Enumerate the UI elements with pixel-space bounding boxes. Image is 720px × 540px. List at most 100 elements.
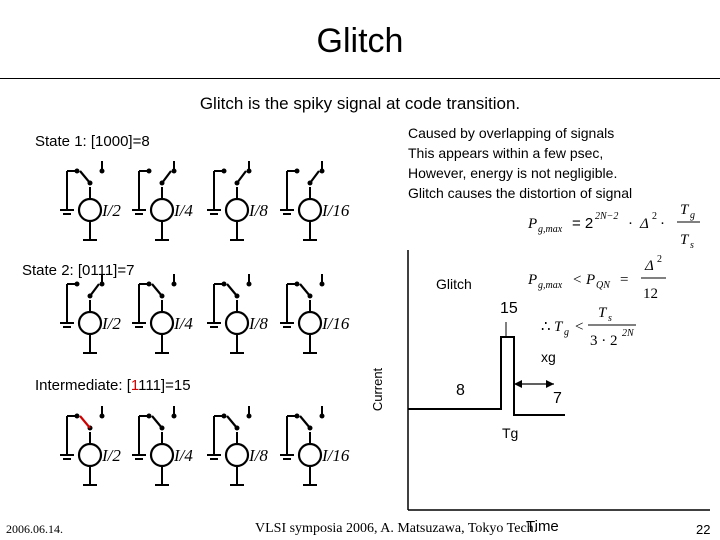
xg-arrow-left-icon xyxy=(514,380,522,388)
before-value-label: 8 xyxy=(456,382,465,399)
current-source-cell: I/4 xyxy=(132,274,193,354)
current-source-cell: I/2 xyxy=(60,274,121,354)
y-axis-label: Current xyxy=(370,367,386,412)
current-source-icon xyxy=(149,310,175,336)
svg-text:2N: 2N xyxy=(622,328,635,339)
title-divider xyxy=(0,78,720,79)
current-source-label: I/16 xyxy=(321,314,350,333)
current-source-label: I/2 xyxy=(101,201,121,220)
svg-text:Δ: Δ xyxy=(644,258,654,274)
svg-text:T: T xyxy=(680,232,690,248)
current-source-icon xyxy=(297,442,323,468)
current-source-icon xyxy=(149,197,175,223)
svg-text:QN: QN xyxy=(596,280,611,291)
current-source-cell: I/8 xyxy=(207,161,268,241)
current-source-label: I/8 xyxy=(248,446,268,465)
current-source-bank-intermediate: I/2 I/4 I/8 I/16 xyxy=(60,406,350,486)
svg-text:∴: ∴ xyxy=(541,319,551,335)
svg-text:<: < xyxy=(573,272,581,288)
current-source-cell: I/16 xyxy=(280,161,350,241)
current-source-label: I/2 xyxy=(101,314,121,333)
footer-credit: VLSI symposia 2006, A. Matsuzawa, Tokyo … xyxy=(255,521,538,536)
state2-label: State 2: [0111]=7 xyxy=(22,262,135,279)
current-source-icon xyxy=(224,442,250,468)
switch-icon xyxy=(309,170,320,184)
current-source-icon xyxy=(224,310,250,336)
current-waveform xyxy=(408,336,565,416)
switch-icon xyxy=(236,170,247,184)
svg-text:·: · xyxy=(660,216,665,232)
switch-icon xyxy=(79,415,91,429)
svg-text:2: 2 xyxy=(652,211,657,222)
after-value-label: 7 xyxy=(553,390,562,407)
current-source-icon xyxy=(297,197,323,223)
page-title: Glitch xyxy=(316,22,404,60)
svg-text:=: = xyxy=(620,272,628,288)
tg-label: Tg xyxy=(502,425,519,441)
current-source-icon xyxy=(224,197,250,223)
x-axis-label: Time xyxy=(526,518,559,535)
switch-icon xyxy=(299,415,311,429)
svg-text:<: < xyxy=(575,319,583,335)
switch-icon xyxy=(151,283,163,297)
current-source-icon xyxy=(297,310,323,336)
current-source-cell: I/4 xyxy=(132,406,193,486)
svg-text:Δ: Δ xyxy=(639,216,649,232)
current-source-cell: I/2 xyxy=(60,406,121,486)
svg-text:T: T xyxy=(598,305,608,321)
svg-text:P: P xyxy=(527,272,537,288)
switch-icon xyxy=(161,170,172,184)
note-line: Glitch causes the distortion of signal xyxy=(408,185,633,201)
svg-text:= 2: = 2 xyxy=(572,215,593,232)
note-line: However, energy is not negligible. xyxy=(408,165,618,181)
intermediate-suffix: 111]=15 xyxy=(138,377,191,394)
svg-text:12: 12 xyxy=(643,286,658,302)
slide-subtitle: Glitch is the spiky signal at code trans… xyxy=(199,94,521,113)
current-source-label: I/8 xyxy=(248,314,268,333)
current-source-icon xyxy=(77,442,103,468)
current-source-cell: I/4 xyxy=(132,161,193,241)
current-source-label: I/4 xyxy=(173,446,193,465)
page-number: 22 xyxy=(696,522,711,537)
current-source-cell: I/8 xyxy=(207,274,268,354)
glitch-label: Glitch xyxy=(436,276,472,292)
footer-date: 2006.06.14. xyxy=(6,522,63,536)
svg-text:g: g xyxy=(564,327,569,338)
intermediate-label: Intermediate: [1111]=15 xyxy=(35,377,191,394)
current-source-cell: I/8 xyxy=(207,406,268,486)
svg-text:g,max: g,max xyxy=(538,280,563,291)
svg-text:·: · xyxy=(628,216,633,232)
note-line: Caused by overlapping of signals xyxy=(408,125,615,141)
current-source-label: I/4 xyxy=(173,201,193,220)
current-source-label: I/16 xyxy=(321,201,350,220)
current-source-cell: I/2 xyxy=(60,161,121,241)
current-source-icon xyxy=(149,442,175,468)
switch-icon xyxy=(151,415,163,429)
svg-text:g,max: g,max xyxy=(538,224,563,235)
svg-text:2: 2 xyxy=(657,254,662,265)
note-line: This appears within a few psec, xyxy=(408,145,604,161)
current-source-icon xyxy=(77,197,103,223)
current-source-icon xyxy=(77,310,103,336)
glitch-current-graph xyxy=(407,250,710,511)
current-source-bank-state1: I/2 I/4 I/8 I/16 xyxy=(60,161,350,241)
current-source-cell: I/16 xyxy=(280,274,350,354)
formula-power-limit: P g,max < P QN = Δ 2 12 xyxy=(527,254,666,302)
current-source-label: I/8 xyxy=(248,201,268,220)
current-source-cell: I/16 xyxy=(280,406,350,486)
current-source-label: I/16 xyxy=(321,446,350,465)
state1-label: State 1: [1000]=8 xyxy=(35,133,150,150)
svg-text:T: T xyxy=(680,202,690,218)
svg-text:s: s xyxy=(608,313,612,324)
current-source-label: I/2 xyxy=(101,446,121,465)
switch-icon xyxy=(89,283,100,297)
switch-icon xyxy=(226,415,238,429)
switch-icon xyxy=(79,170,91,184)
switch-icon xyxy=(299,283,311,297)
svg-text:3 · 2: 3 · 2 xyxy=(590,333,618,349)
xg-label: xg xyxy=(541,349,556,365)
